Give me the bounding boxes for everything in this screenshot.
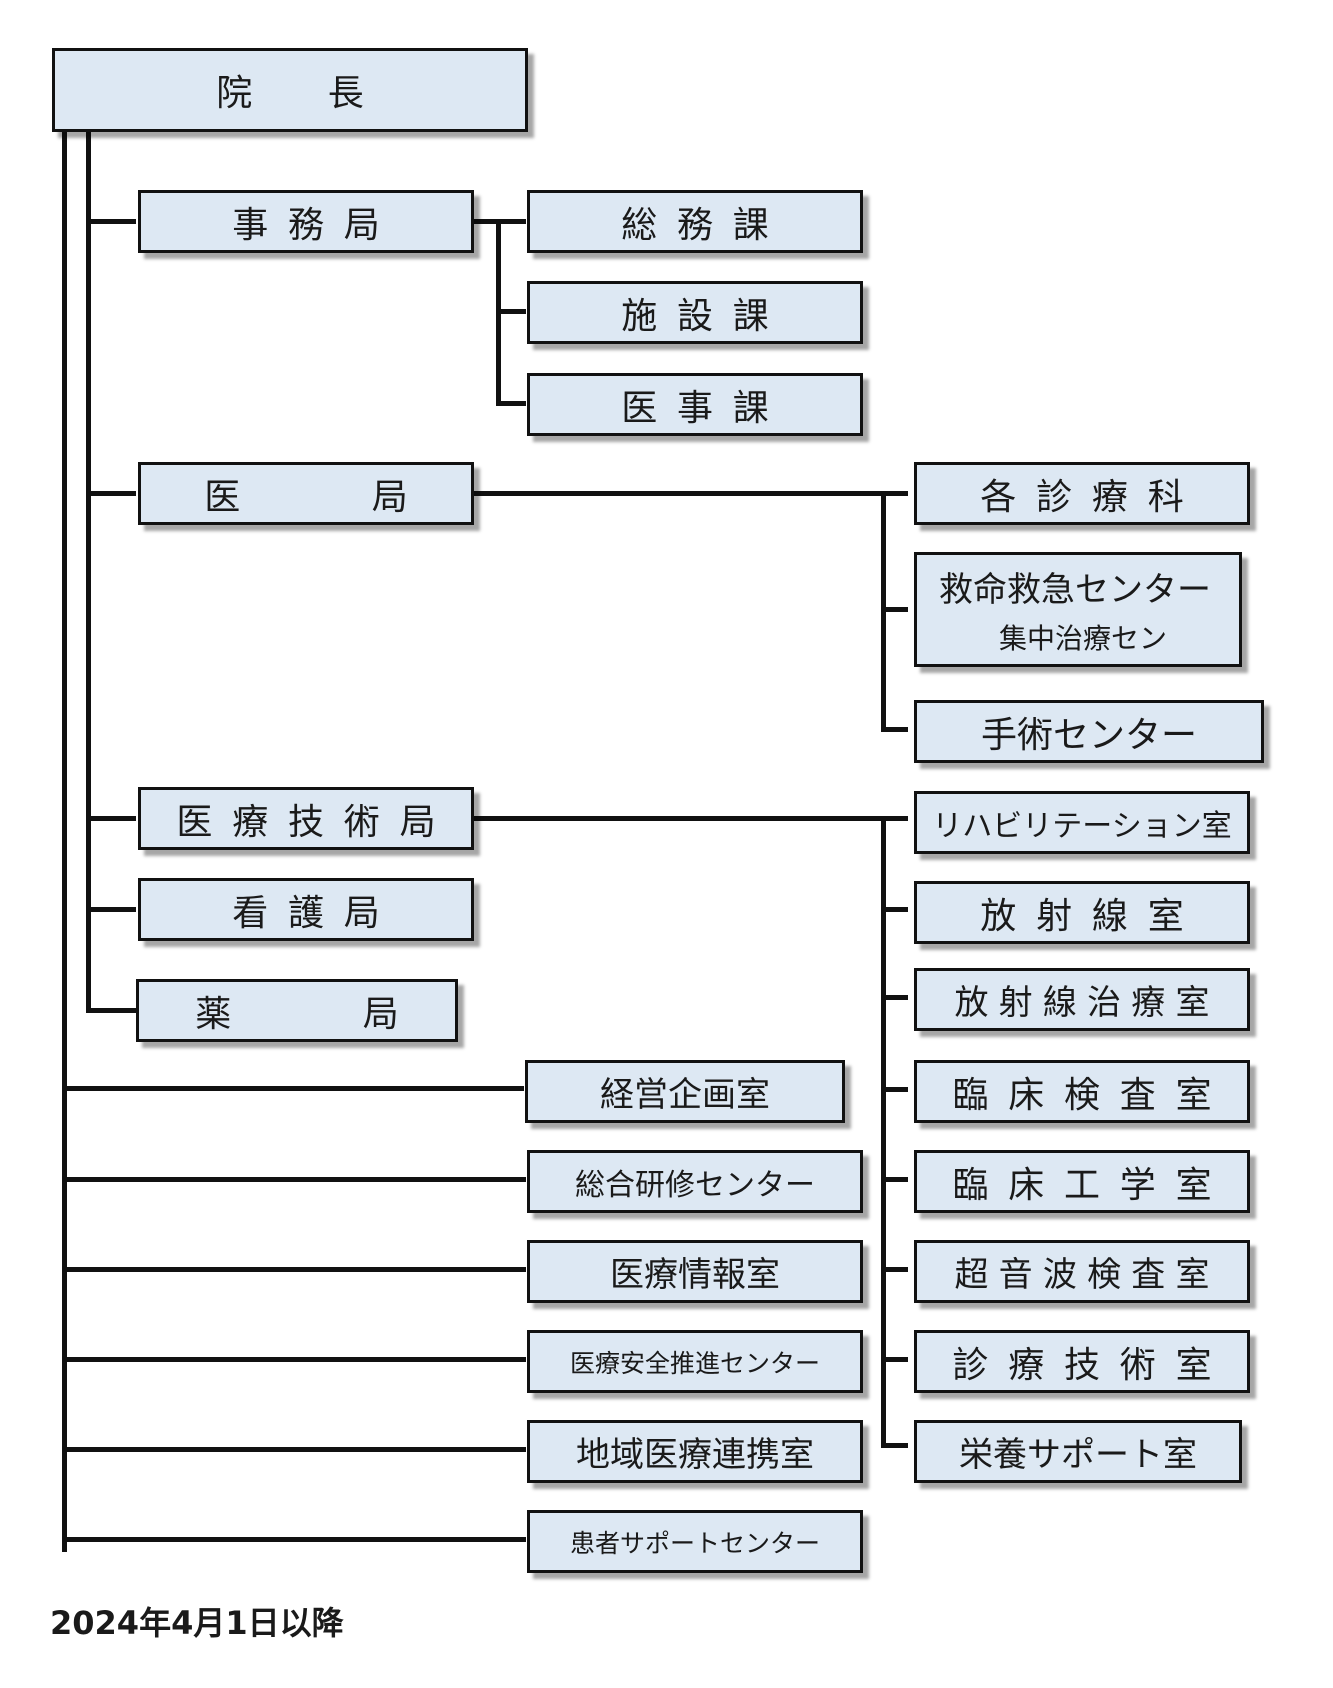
gijutsu-unit-label: 臨床工学室 xyxy=(952,1164,1232,1206)
gijutsu-unit-label: 超音波検査室 xyxy=(954,1255,1220,1295)
gijutsu-unit-box: 超音波検査室 xyxy=(914,1240,1250,1303)
branch-line-gijutsu xyxy=(86,816,136,821)
bureau-yaku-box: 薬 局 xyxy=(136,979,458,1042)
director-box: 院 長 xyxy=(52,48,528,132)
jimu-section-box: 施設課 xyxy=(527,281,863,344)
gijutsu-unit-box: 放射線治療室 xyxy=(914,968,1250,1031)
bureau-jimu-box: 事務局 xyxy=(138,190,474,253)
ikyoku-connector-h xyxy=(470,491,908,496)
gijutsu-unit-label: リハビリテーション室 xyxy=(932,808,1232,844)
direct-unit-label: 総合研修センター xyxy=(575,1167,815,1203)
jimu-section-box: 医事課 xyxy=(527,373,863,436)
gijutsu-unit-label: 放射線治療室 xyxy=(954,983,1220,1023)
direct-unit-box: 総合研修センター xyxy=(527,1150,863,1213)
direct-unit-box: 患者サポートセンター xyxy=(527,1510,863,1573)
ikyoku-branch-3 xyxy=(881,727,908,732)
direct-unit-box: 地域医療連携室 xyxy=(527,1420,863,1483)
direct-unit-label: 医療情報室 xyxy=(610,1255,780,1295)
jimu-branch-3 xyxy=(496,401,526,406)
gijutsu-branch-2 xyxy=(881,907,908,912)
bureau-ikyoku-label: 医 局 xyxy=(204,476,428,518)
gijutsu-unit-label: 栄養サポート室 xyxy=(959,1435,1197,1475)
branch-line-yaku xyxy=(86,1008,136,1013)
jimu-section-label: 施設課 xyxy=(621,295,789,337)
direct-unit-box: 医療情報室 xyxy=(527,1240,863,1303)
gijutsu-unit-label: 放射線室 xyxy=(980,895,1204,937)
ikyoku-emergency-label-1: 救命救急センター xyxy=(939,570,1211,610)
bureau-jimu-label: 事務局 xyxy=(232,204,400,246)
ikyoku-clinical-label: 各診療科 xyxy=(980,476,1204,518)
gijutsu-connector-h xyxy=(470,816,908,821)
ikyoku-emergency-box: 救命救急センター 集中治療セン xyxy=(914,552,1242,667)
director-label: 院 長 xyxy=(216,73,384,114)
jimu-section-label: 総務課 xyxy=(621,204,789,246)
branch-line-jimu xyxy=(86,219,136,224)
direct-unit-label: 経営企画室 xyxy=(600,1075,770,1115)
branch-line-ikyoku xyxy=(86,491,136,496)
direct-unit-label: 患者サポートセンター xyxy=(569,1528,820,1558)
ikyoku-surgery-box: 手術センター xyxy=(914,700,1264,763)
gijutsu-branch-7 xyxy=(881,1357,908,1362)
ikyoku-branch-2 xyxy=(881,607,908,612)
gijutsu-branch-8 xyxy=(881,1443,908,1448)
direct-unit-label: 地域医療連携室 xyxy=(576,1435,814,1475)
bureau-kango-box: 看護局 xyxy=(138,878,474,941)
bureau-ikyoku-box: 医 局 xyxy=(138,462,474,525)
gijutsu-branch-5 xyxy=(881,1177,908,1182)
direct-branch-4 xyxy=(62,1357,526,1362)
jimu-branch-2 xyxy=(496,309,526,314)
gijutsu-unit-box: 栄養サポート室 xyxy=(914,1420,1242,1483)
gijutsu-connector-v xyxy=(881,816,886,1448)
direct-branch-6 xyxy=(62,1537,526,1542)
bureau-kango-label: 看護局 xyxy=(232,892,400,934)
jimu-section-label: 医事課 xyxy=(621,387,789,429)
gijutsu-unit-label: 診療技術室 xyxy=(952,1344,1232,1386)
direct-branch-5 xyxy=(62,1447,526,1452)
gijutsu-unit-box: 臨床工学室 xyxy=(914,1150,1250,1213)
gijutsu-branch-3 xyxy=(881,995,908,1000)
ikyoku-surgery-label: 手術センター xyxy=(980,714,1197,756)
trunk-line-inner xyxy=(86,128,91,1013)
ikyoku-emergency-label-2: 集中治療セン xyxy=(999,622,1168,655)
direct-branch-2 xyxy=(62,1177,526,1182)
gijutsu-unit-box: 放射線室 xyxy=(914,881,1250,944)
trunk-line-outer xyxy=(62,128,67,1552)
direct-unit-box: 医療安全推進センター xyxy=(527,1330,863,1393)
direct-unit-label: 医療安全推進センター xyxy=(569,1348,820,1378)
direct-branch-3 xyxy=(62,1267,526,1272)
gijutsu-unit-box: 臨床検査室 xyxy=(914,1060,1250,1123)
gijutsu-unit-box: リハビリテーション室 xyxy=(914,791,1250,854)
bureau-iryo-gijutsu-box: 医療技術局 xyxy=(138,787,474,850)
bureau-yaku-label: 薬 局 xyxy=(195,993,419,1035)
gijutsu-branch-4 xyxy=(881,1087,908,1092)
bureau-iryo-gijutsu-label: 医療技術局 xyxy=(176,801,456,843)
effective-date: 2024年4月1日以降 xyxy=(50,1604,344,1642)
ikyoku-clinical-box: 各診療科 xyxy=(914,462,1250,525)
gijutsu-unit-box: 診療技術室 xyxy=(914,1330,1250,1393)
gijutsu-branch-6 xyxy=(881,1267,908,1272)
direct-branch-1 xyxy=(62,1086,524,1091)
gijutsu-unit-label: 臨床検査室 xyxy=(952,1074,1232,1116)
jimu-section-box: 総務課 xyxy=(527,190,863,253)
direct-unit-box: 経営企画室 xyxy=(525,1060,845,1123)
branch-line-kango xyxy=(86,907,136,912)
